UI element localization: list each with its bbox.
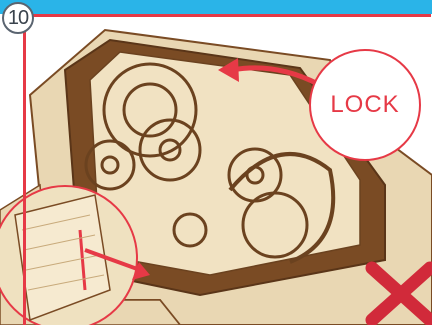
lock-label: LOCK [330,91,399,119]
step-number: 10 [8,7,28,30]
lock-callout-circle: LOCK [309,49,421,161]
step-number-badge: 10 [2,2,34,34]
